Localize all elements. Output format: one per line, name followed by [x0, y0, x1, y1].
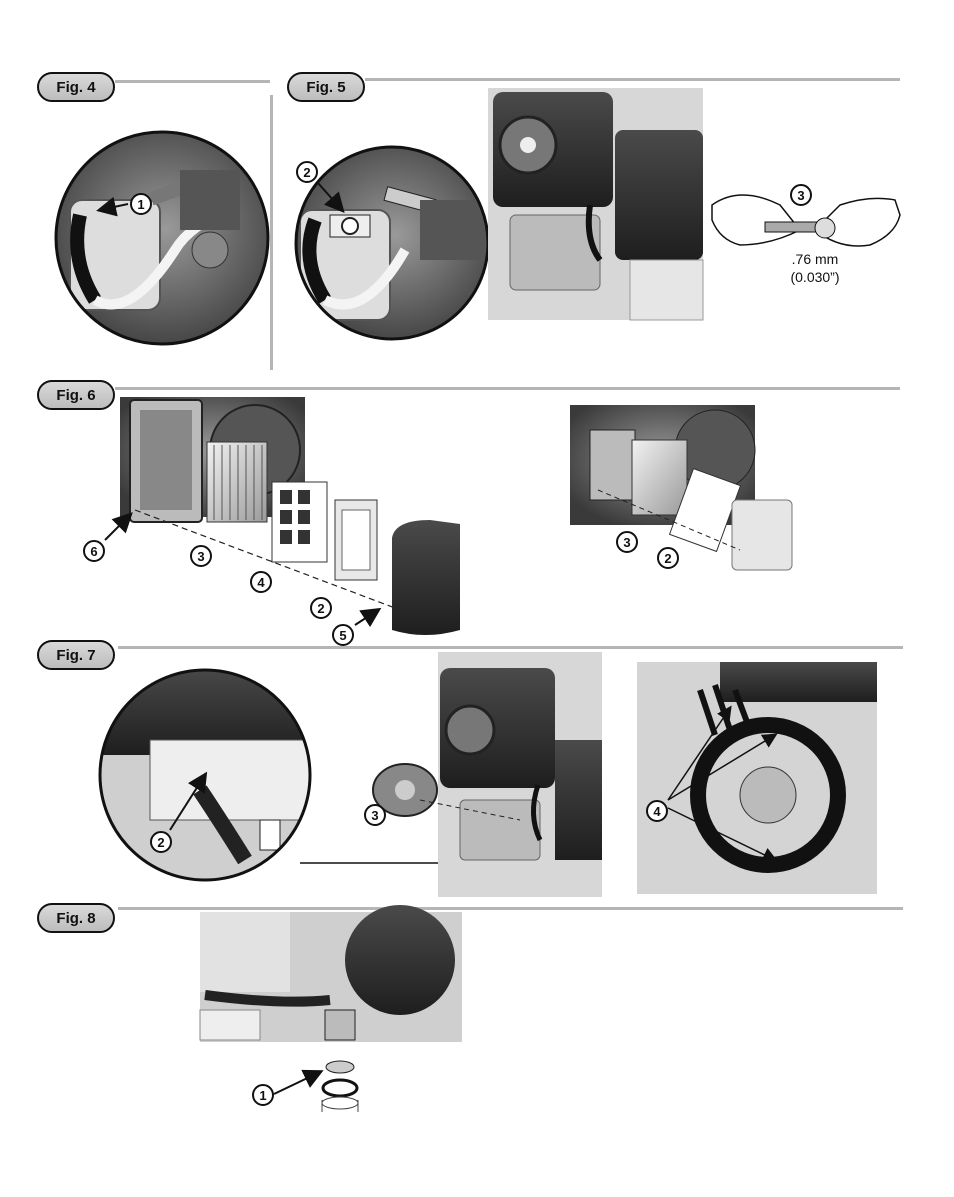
fig6-callout-4: 4: [250, 571, 272, 593]
fig7-callout-3: 3: [364, 804, 386, 826]
fig6-rule: [115, 387, 900, 390]
fig5-engine: [488, 88, 704, 321]
fig6-callout-5: 5: [332, 624, 354, 646]
fig6-right-callout-2: 2: [657, 547, 679, 569]
fig5-callout-3: 3: [790, 184, 812, 206]
fig5-callout-2: 2: [296, 161, 318, 183]
fig4-spark-plug-closeup: [54, 130, 270, 346]
fig7-recoil-fan-housing: [637, 662, 877, 894]
fig7-callout-4: 4: [646, 800, 668, 822]
fig8-label: Fig. 8: [37, 903, 115, 933]
fig8-rule: [118, 907, 903, 910]
fig8-callout-1: 1: [252, 1084, 274, 1106]
fig6-callout-6: 6: [83, 540, 105, 562]
fig7-label: Fig. 7: [37, 640, 115, 670]
fig5-rule: [365, 78, 900, 81]
fig5-gap-check-hands: [711, 194, 901, 247]
fig7-engine: [372, 652, 602, 897]
fig7-spark-arrester-closeup: [98, 668, 312, 882]
fig6-callout-3: 3: [190, 545, 212, 567]
fig4-callout-1: 1: [130, 193, 152, 215]
fig4-fig5-divider: [270, 95, 273, 370]
fig6-air-filter-alt: [570, 405, 793, 571]
fig7-callout-2: 2: [150, 831, 172, 853]
fig6-label: Fig. 6: [37, 380, 115, 410]
fig8-oil-drain: [199, 905, 462, 1112]
fig6-callout-2: 2: [310, 597, 332, 619]
fig5-label: Fig. 5: [287, 72, 365, 102]
fig5-gap-in: (0.030”): [790, 269, 840, 285]
fig6-air-filter-exploded: [120, 397, 460, 635]
fig4-rule: [115, 80, 270, 83]
fig6-right-callout-3: 3: [616, 531, 638, 553]
fig5-spark-plug-removal: [294, 145, 490, 341]
fig5-gap-mm: .76 mm: [791, 251, 839, 267]
fig4-label: Fig. 4: [37, 72, 115, 102]
fig7-rule: [118, 646, 903, 649]
